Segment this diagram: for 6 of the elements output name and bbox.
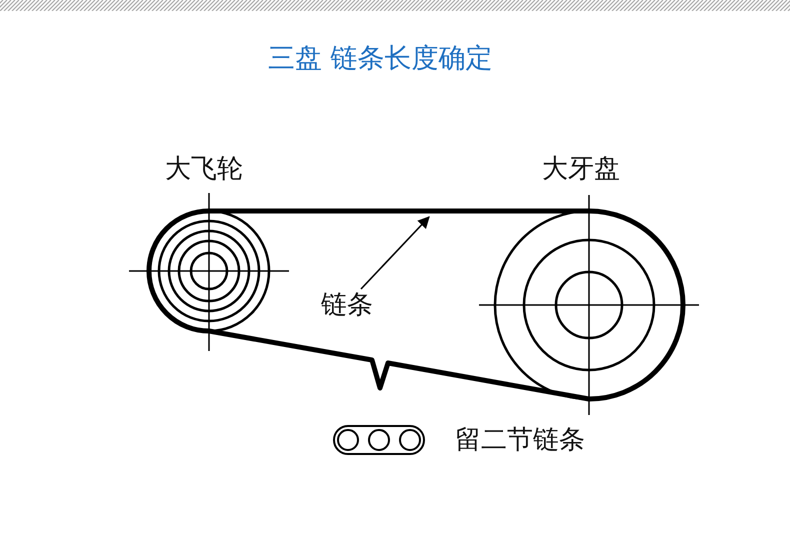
note-label: 留二节链条 (455, 425, 585, 455)
callout-label: 链条 (321, 290, 373, 320)
title: 三盘 链条长度确定 (268, 44, 493, 74)
sprocket-label: 大飞轮 (165, 154, 243, 184)
sprocket-label: 大牙盘 (542, 154, 620, 184)
leader-line (360, 216, 430, 290)
